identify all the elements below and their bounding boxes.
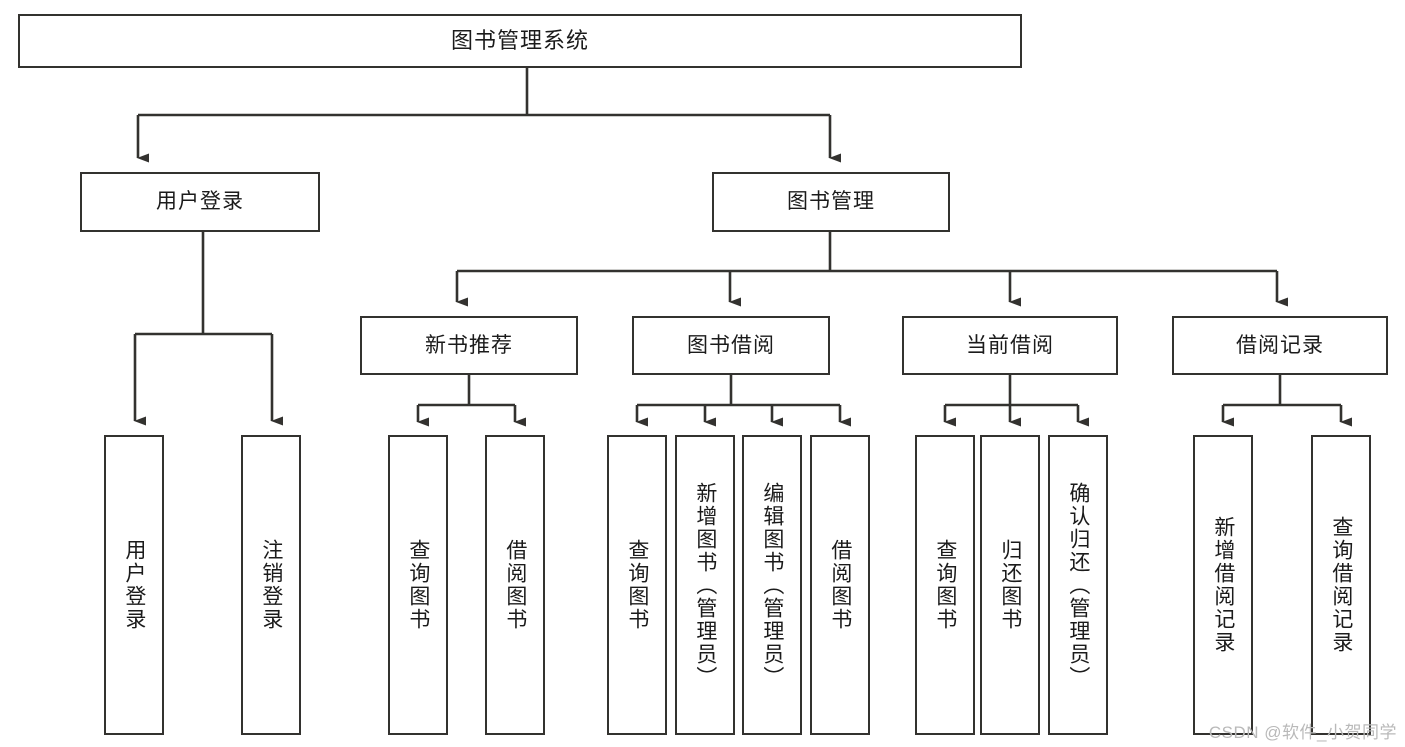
node-new-book-recommend[interactable]: 新书推荐 bbox=[360, 316, 578, 375]
leaf-label: 借阅图书 bbox=[828, 539, 852, 631]
leaf-label: 借阅图书 bbox=[503, 539, 527, 631]
node-leaf-user-login[interactable]: 用户登录 bbox=[104, 435, 164, 735]
leaf-label: 新增借阅记录 bbox=[1211, 516, 1235, 654]
node-leaf-edit-book-admin[interactable]: 编辑图书（管理员） bbox=[742, 435, 802, 735]
leaf-label: 查询图书 bbox=[625, 539, 649, 631]
leaf-label: 查询图书 bbox=[933, 539, 957, 631]
node-leaf-logout[interactable]: 注销登录 bbox=[241, 435, 301, 735]
node-current-borrow[interactable]: 当前借阅 bbox=[902, 316, 1118, 375]
node-book-borrow[interactable]: 图书借阅 bbox=[632, 316, 830, 375]
node-user-login[interactable]: 用户登录 bbox=[80, 172, 320, 232]
node-leaf-add-book-admin[interactable]: 新增图书（管理员） bbox=[675, 435, 735, 735]
node-leaf-query-book-cb[interactable]: 查询图书 bbox=[915, 435, 975, 735]
leaf-label: 新增图书（管理员） bbox=[693, 481, 717, 689]
watermark-text: CSDN @软件_小贺同学 bbox=[1208, 723, 1397, 742]
leaf-label: 用户登录 bbox=[122, 539, 146, 631]
leaf-label: 查询图书 bbox=[406, 539, 430, 631]
node-leaf-query-borrow-record[interactable]: 查询借阅记录 bbox=[1311, 435, 1371, 735]
node-root-system[interactable]: 图书管理系统 bbox=[18, 14, 1022, 68]
node-leaf-confirm-return-admin[interactable]: 确认归还（管理员） bbox=[1048, 435, 1108, 735]
node-borrow-record[interactable]: 借阅记录 bbox=[1172, 316, 1388, 375]
node-leaf-return-book[interactable]: 归还图书 bbox=[980, 435, 1040, 735]
leaf-label: 归还图书 bbox=[998, 539, 1022, 631]
node-leaf-borrow-book-bw[interactable]: 借阅图书 bbox=[810, 435, 870, 735]
node-leaf-query-book-bw[interactable]: 查询图书 bbox=[607, 435, 667, 735]
node-leaf-borrow-book-nb[interactable]: 借阅图书 bbox=[485, 435, 545, 735]
leaf-label: 确认归还（管理员） bbox=[1066, 481, 1090, 689]
node-leaf-query-book-nb[interactable]: 查询图书 bbox=[388, 435, 448, 735]
leaf-label: 查询借阅记录 bbox=[1329, 516, 1353, 654]
node-book-management[interactable]: 图书管理 bbox=[712, 172, 950, 232]
node-leaf-add-borrow-record[interactable]: 新增借阅记录 bbox=[1193, 435, 1253, 735]
leaf-label: 注销登录 bbox=[259, 539, 283, 631]
leaf-label: 编辑图书（管理员） bbox=[760, 481, 784, 689]
